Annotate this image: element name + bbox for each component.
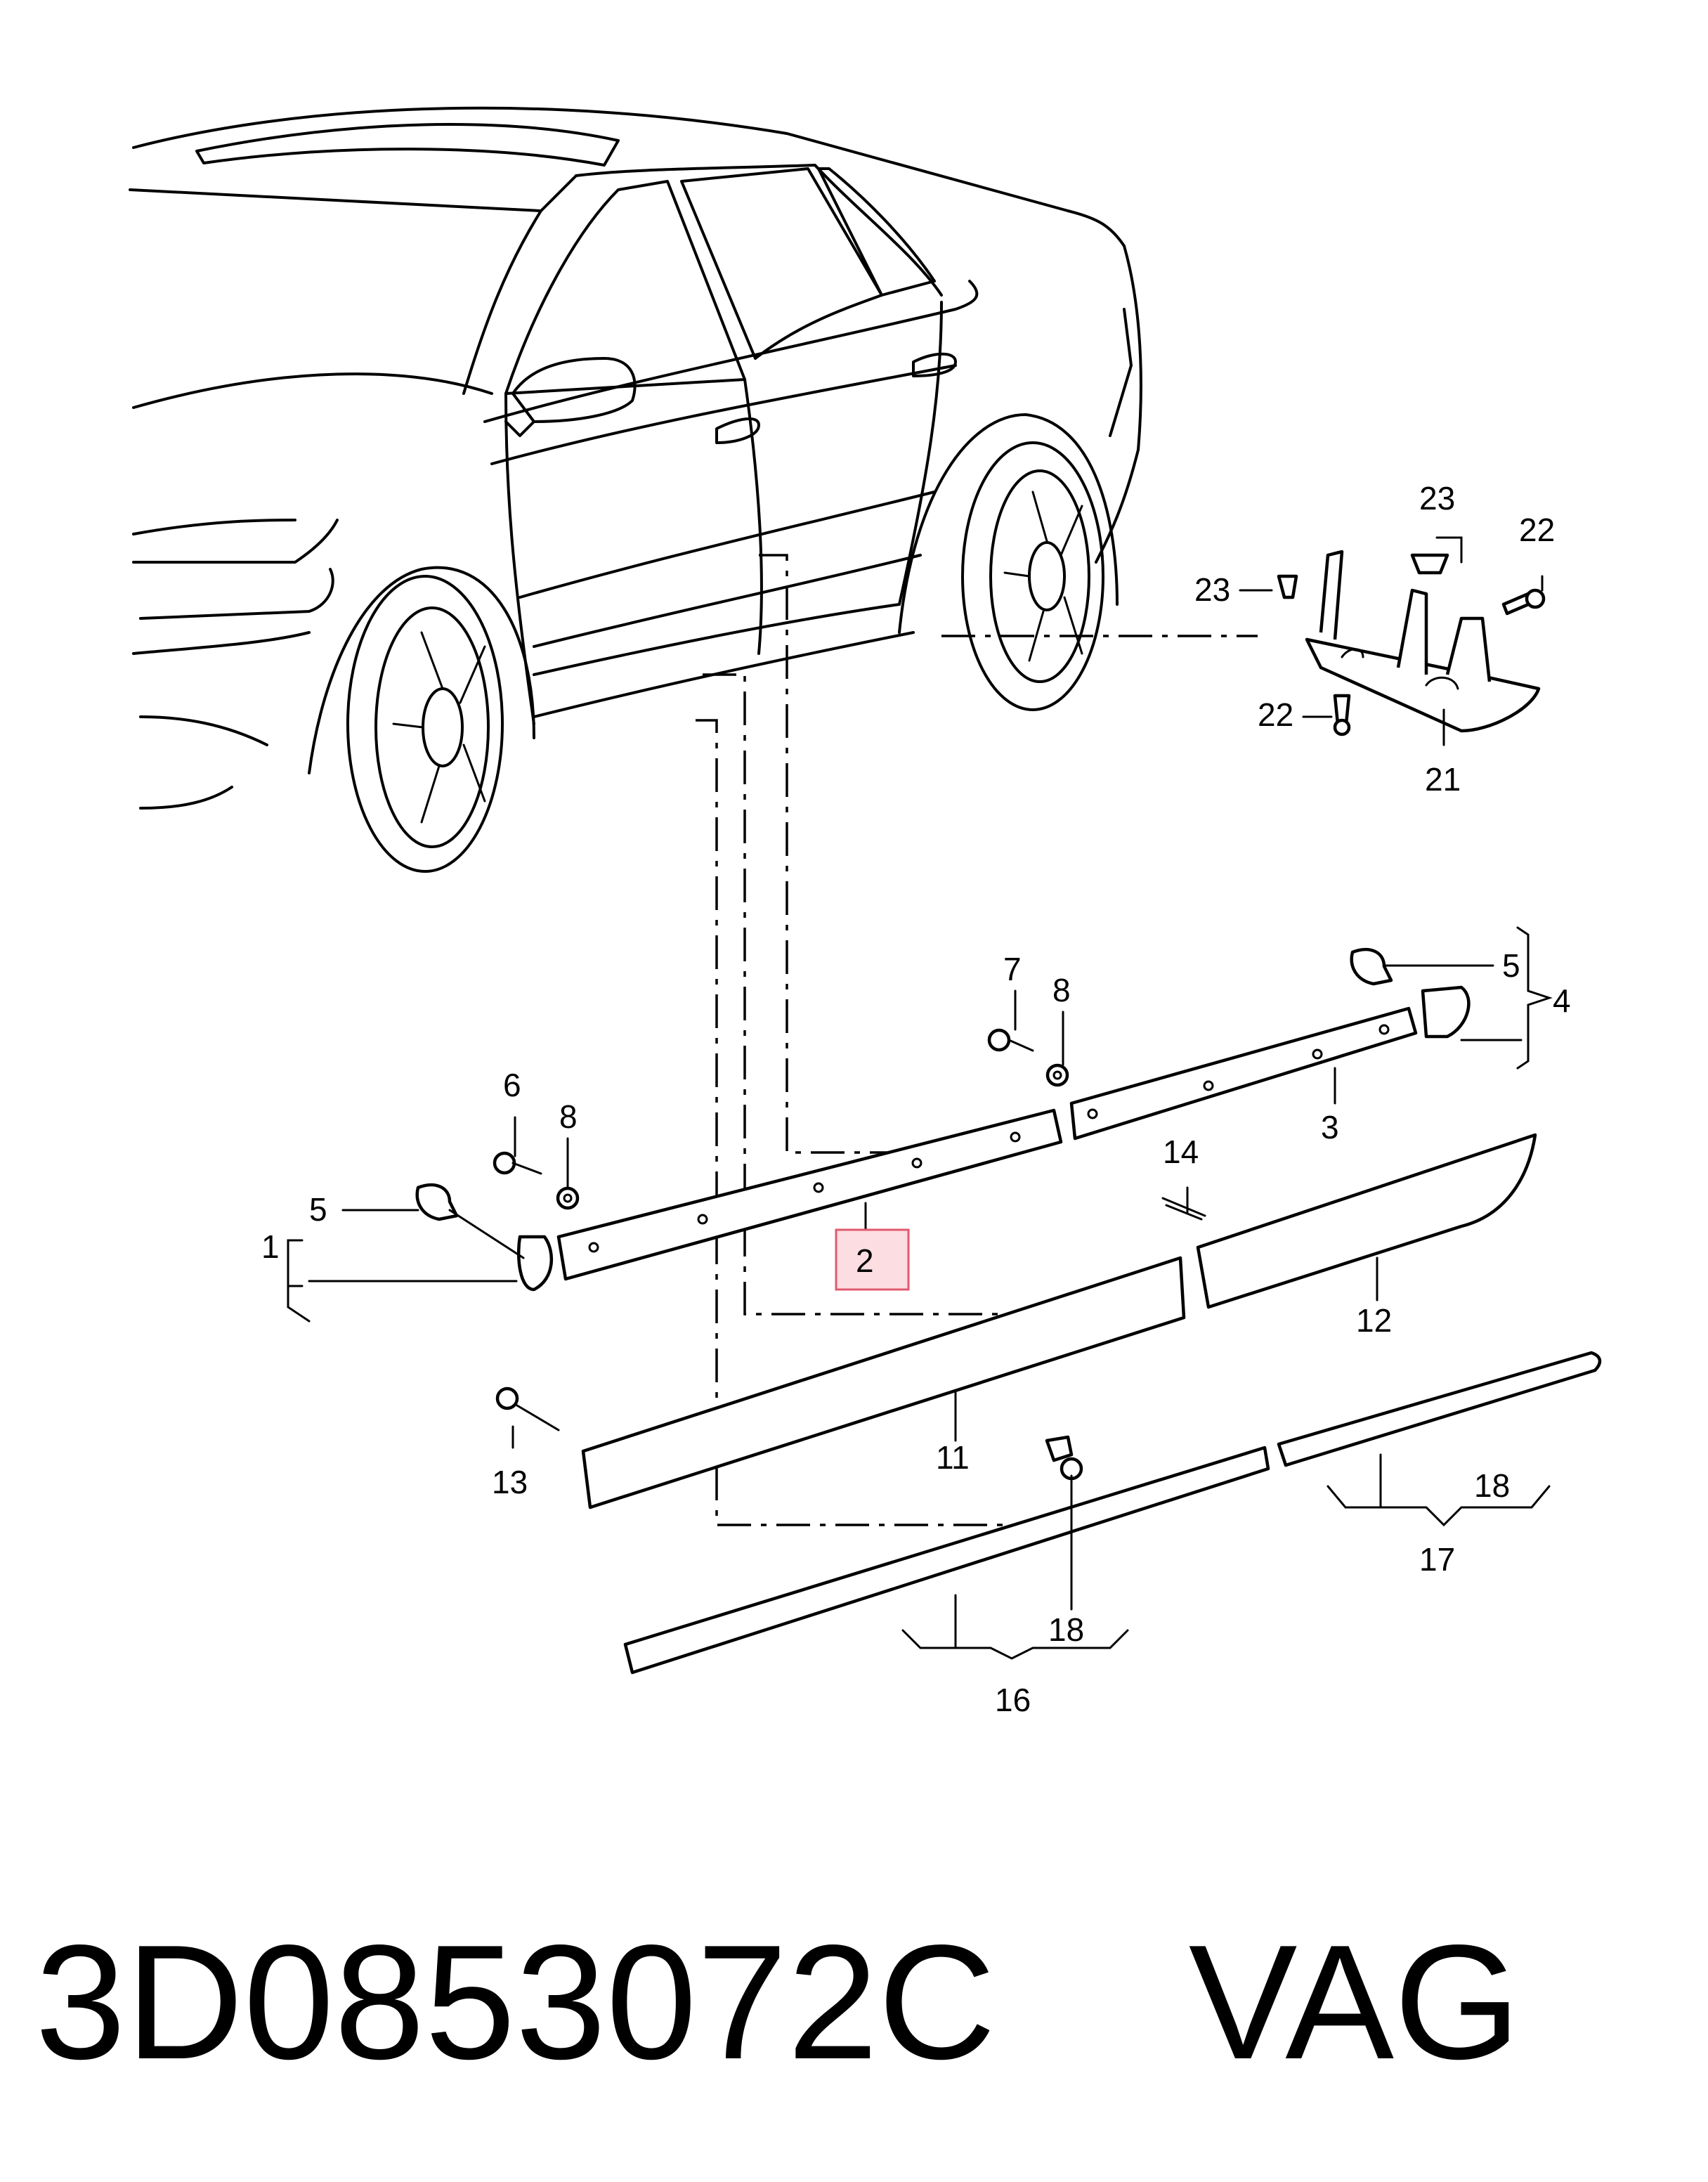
- callout-7: 7: [1003, 951, 1022, 987]
- fasteners: [415, 947, 1393, 1481]
- callout-8-right: 8: [1052, 972, 1071, 1008]
- reference-lines: [696, 554, 1258, 1526]
- callout-1: 1: [261, 1228, 280, 1265]
- car-illustration: [129, 106, 1142, 873]
- callout-labels: 1 2 3 4 5 5 6 7 8 8 11 12 13 14 16 17 18…: [261, 480, 1571, 1718]
- part-number: 3D0853072C: [35, 1911, 996, 2093]
- callout-3: 3: [1321, 1109, 1339, 1145]
- callout-11: 11: [936, 1439, 970, 1476]
- callout-6: 6: [503, 1067, 521, 1103]
- callout-2: 2: [856, 1242, 874, 1279]
- callout-4: 4: [1553, 982, 1571, 1019]
- exploded-parts-diagram: 1 2 3 4 5 5 6 7 8 8 11 12 13 14 16 17 18…: [129, 106, 1602, 1718]
- callout-22-left: 22: [1258, 696, 1293, 733]
- callout-17: 17: [1419, 1541, 1455, 1578]
- callout-5-right: 5: [1502, 947, 1520, 984]
- callout-21: 21: [1425, 761, 1461, 798]
- callout-22-right: 22: [1519, 512, 1555, 548]
- moldings: [516, 985, 1602, 1675]
- footer-caption: 3D0853072C VAG: [35, 1911, 1651, 2094]
- callout-leaders: [287, 536, 1553, 1660]
- callout-23-left: 23: [1194, 571, 1230, 608]
- callout-16: 16: [995, 1682, 1031, 1718]
- callout-8-left: 8: [559, 1098, 578, 1135]
- callout-18-right: 18: [1474, 1467, 1510, 1504]
- callout-12: 12: [1356, 1302, 1392, 1339]
- callout-14: 14: [1163, 1134, 1199, 1170]
- callout-23-top: 23: [1419, 480, 1455, 517]
- highlight-box: [835, 1228, 910, 1291]
- brand-name: VAG: [1188, 1911, 1521, 2093]
- bracket-assembly: [1277, 550, 1546, 736]
- callout-5-left: 5: [309, 1191, 327, 1228]
- callout-13: 13: [492, 1464, 528, 1500]
- callout-18-left: 18: [1048, 1611, 1084, 1648]
